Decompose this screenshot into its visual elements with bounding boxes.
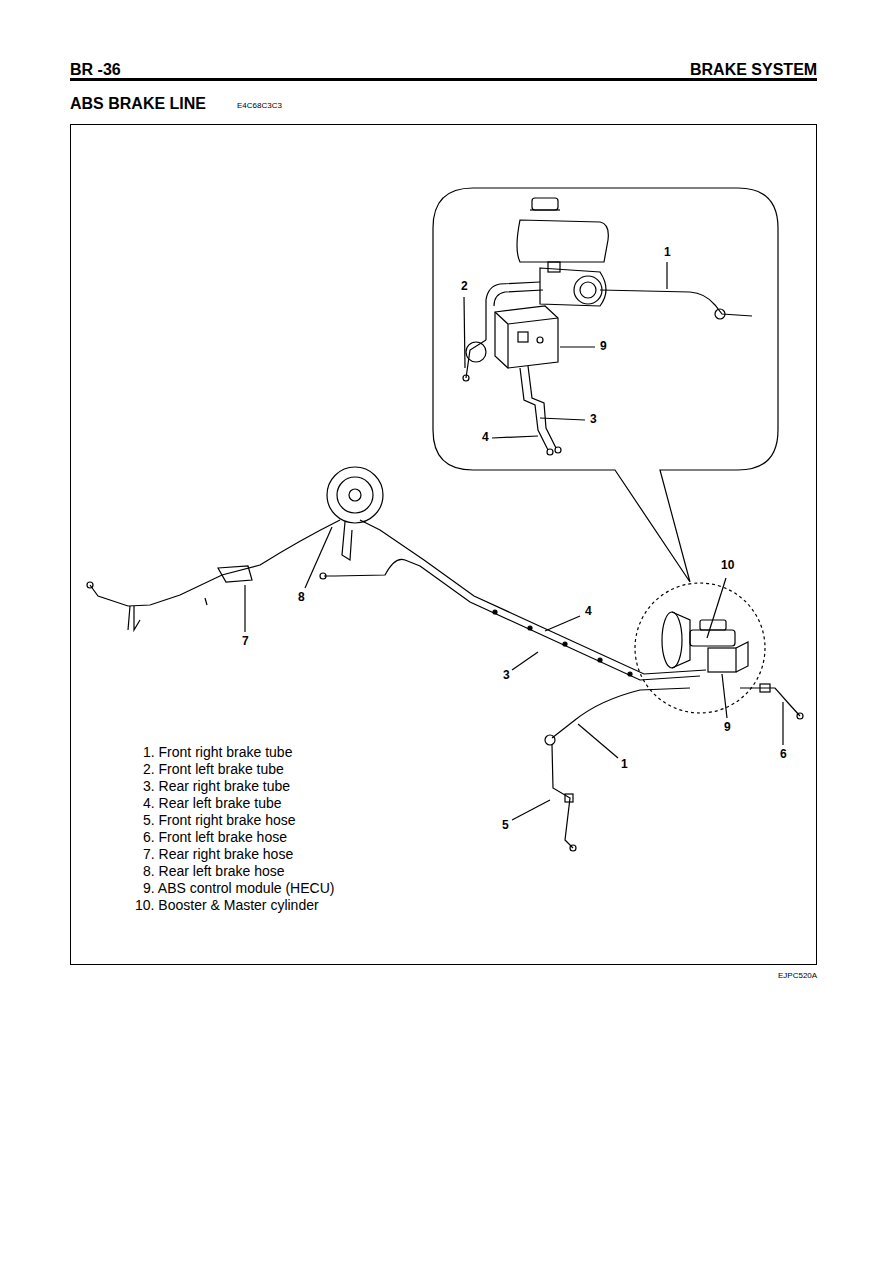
parts-list-item: 1. Front right brake tube xyxy=(143,744,292,760)
callout-number: 6 xyxy=(779,748,788,762)
parts-list-item: 2. Front left brake tube xyxy=(143,761,284,777)
callout-number: 3 xyxy=(502,669,511,683)
callout-number: 9 xyxy=(723,721,732,735)
callout-number: 9 xyxy=(599,340,608,354)
page-number: BR -36 xyxy=(70,61,121,79)
callout-number: 5 xyxy=(501,819,510,833)
reference-code: E4C68C3C3 xyxy=(237,101,282,110)
parts-list-item: 6. Front left brake hose xyxy=(143,829,287,845)
parts-list-item: 9. ABS control module (HECU) xyxy=(143,880,334,896)
parts-list-item: 10. Booster & Master cylinder xyxy=(135,897,319,913)
parts-list-item: 5. Front right brake hose xyxy=(143,812,296,828)
callout-number: 7 xyxy=(241,635,250,649)
callout-number: 1 xyxy=(663,246,672,260)
callout-number: 3 xyxy=(589,413,598,427)
callout-number: 4 xyxy=(481,431,490,445)
parts-list-item: 7. Rear right brake hose xyxy=(143,846,293,862)
page-title: ABS BRAKE LINE xyxy=(70,95,206,113)
section-name: BRAKE SYSTEM xyxy=(690,61,817,79)
parts-list-item: 4. Rear left brake tube xyxy=(143,795,282,811)
callout-number: 8 xyxy=(297,591,306,605)
callout-number: 1 xyxy=(620,758,629,772)
callout-number: 10 xyxy=(720,559,735,573)
callout-number: 2 xyxy=(460,280,469,294)
callout-number: 4 xyxy=(584,605,593,619)
parts-list-item: 8. Rear left brake hose xyxy=(143,863,285,879)
figure-code: EJPC520A xyxy=(778,971,817,980)
parts-list-item: 3. Rear right brake tube xyxy=(143,778,290,794)
